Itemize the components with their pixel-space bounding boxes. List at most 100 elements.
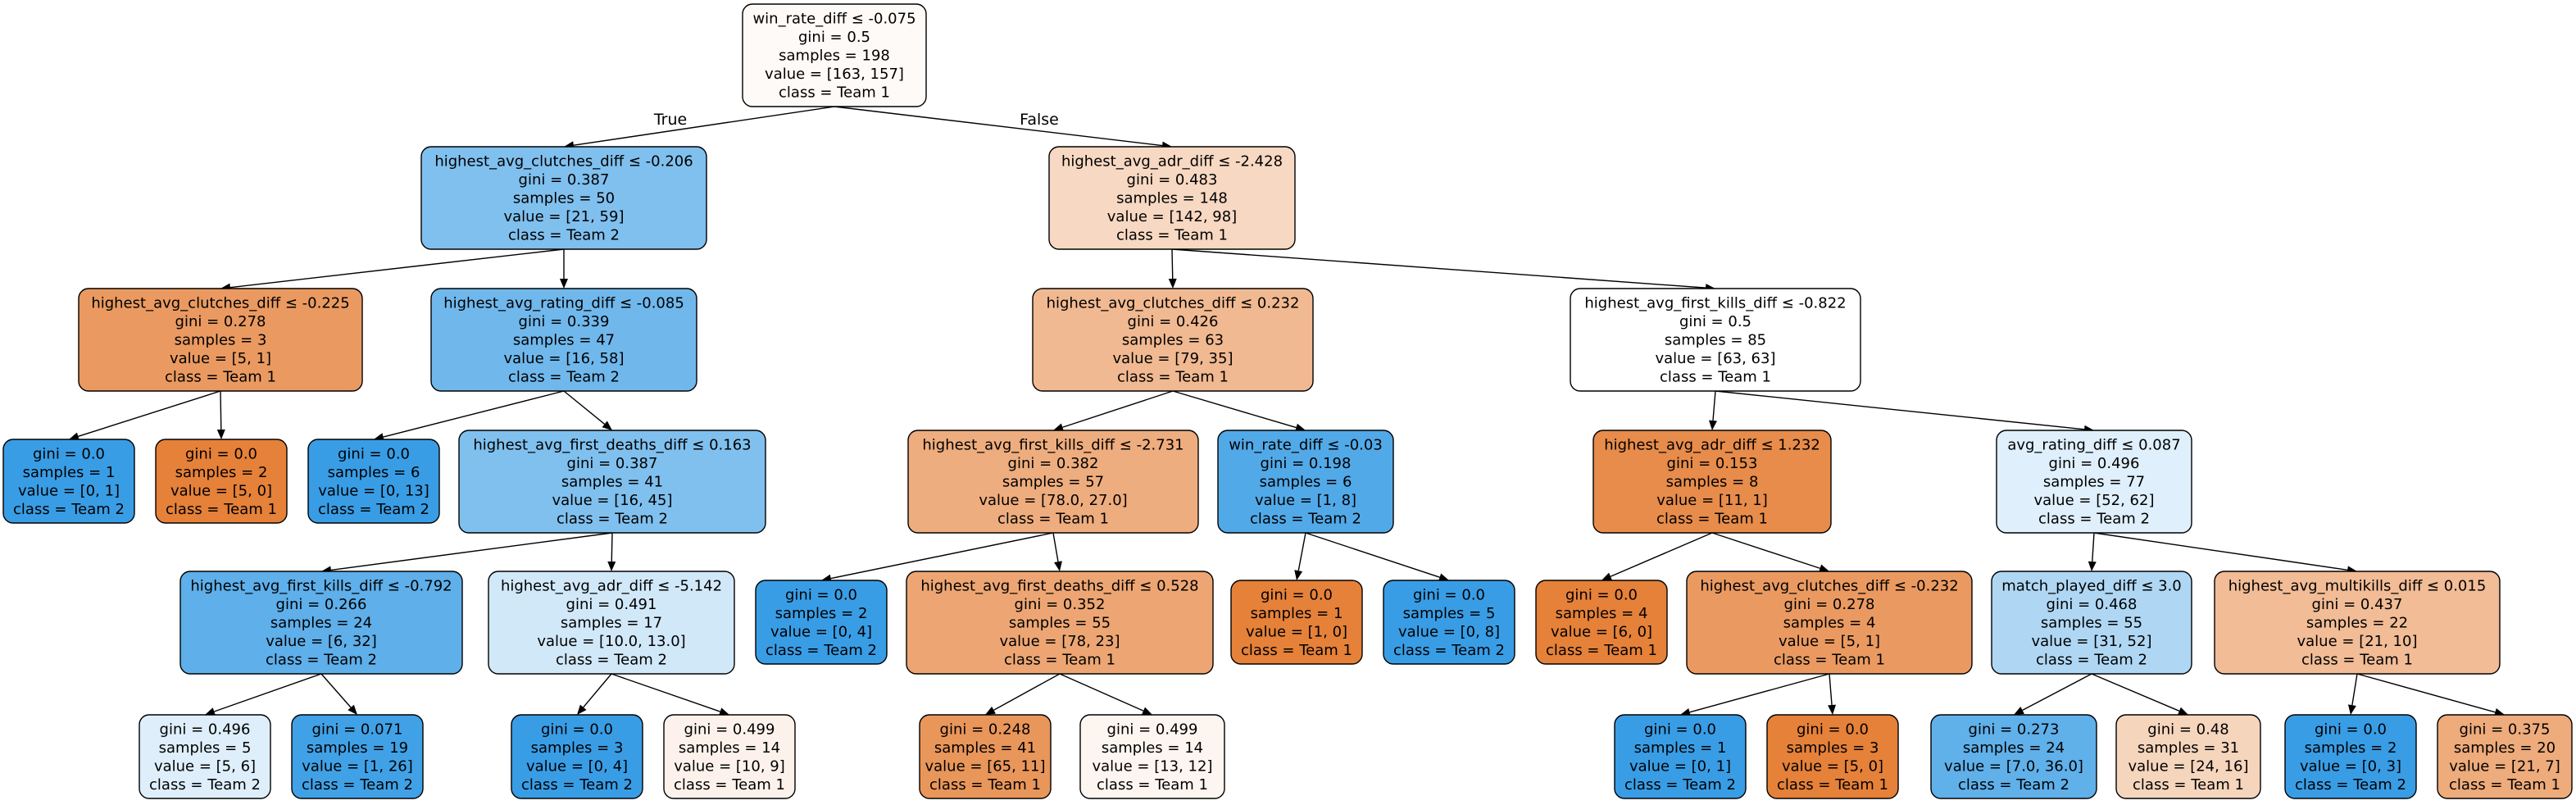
node-text-line: avg_rating_diff ≤ 0.087 xyxy=(2007,437,2180,454)
node-text-line: value = [0, 1] xyxy=(18,482,120,499)
edge-n11-n12 xyxy=(577,673,612,715)
edge-line xyxy=(2351,673,2358,706)
edge-arrowhead xyxy=(719,707,729,716)
node-text-line: value = [5, 0] xyxy=(170,482,272,499)
tree-node-n34: highest_avg_multikills_diff ≤ 0.015gini … xyxy=(2214,571,2501,675)
edge-n8-n9 xyxy=(205,673,322,716)
edge-n31-n32 xyxy=(2014,673,2092,715)
edge-arrowhead xyxy=(2347,704,2356,715)
edge-n5-n7 xyxy=(563,390,612,430)
node-text-line: class = Team 2 xyxy=(1393,642,1505,659)
node-text-line: value = [5, 6] xyxy=(154,757,256,775)
edge-n34-n36 xyxy=(2356,673,2505,716)
node-text-line: gini = 0.387 xyxy=(519,171,610,189)
node-text-line: samples = 8 xyxy=(1666,474,1759,491)
node-text-line: gini = 0.0 xyxy=(1261,586,1333,603)
node-text-line: highest_avg_rating_diff ≤ -0.085 xyxy=(443,295,684,312)
node-box xyxy=(1217,430,1394,534)
node-text-line: class = Team 1 xyxy=(1241,642,1352,659)
node-text-line: class = Team 2 xyxy=(766,642,877,659)
edges-layer xyxy=(69,106,2505,716)
node-text-line: gini = 0.278 xyxy=(175,313,266,330)
node-box xyxy=(907,430,1199,534)
edge-arrowhead xyxy=(1054,561,1062,571)
node-text-line: samples = 24 xyxy=(1963,739,2065,757)
edge-n16-n18 xyxy=(1052,532,1062,571)
node-text-line: gini = 0.382 xyxy=(1008,455,1099,472)
node-text-line: class = Team 1 xyxy=(1546,642,1657,659)
edge-n21-n23 xyxy=(1305,532,1449,581)
node-text-line: gini = 0.491 xyxy=(566,596,657,613)
node-box xyxy=(1570,288,1861,392)
node-text-line: class = Team 2 xyxy=(2036,652,2147,669)
edge-arrowhead xyxy=(2494,707,2505,716)
node-text-line: class = Team 2 xyxy=(13,501,125,518)
node-text-line: highest_avg_first_kills_diff ≤ -0.792 xyxy=(190,578,452,595)
node-text-line: value = [21, 7] xyxy=(2449,757,2560,775)
node-text-line: class = Team 1 xyxy=(1777,776,1888,794)
node-text-line: samples = 1 xyxy=(1634,739,1727,757)
node-box xyxy=(755,580,888,665)
node-text-line: gini = 0.0 xyxy=(33,445,105,462)
edge-line xyxy=(1171,248,1174,280)
node-box xyxy=(179,571,463,675)
edge-n1-n2 xyxy=(220,248,565,292)
node-text-line: value = [0, 1] xyxy=(1629,757,1731,775)
edge-n24-n25 xyxy=(1709,390,1717,430)
node-text-line: gini = 0.266 xyxy=(276,596,367,613)
edge-line xyxy=(1297,532,1306,571)
node-text-line: class = Team 2 xyxy=(2038,511,2150,528)
node-text-line: samples = 14 xyxy=(1102,739,1203,757)
edge-n25-n26 xyxy=(1601,532,1713,580)
edge-n25-n27 xyxy=(1711,532,1829,573)
node-text-line: class = Team 1 xyxy=(1117,369,1229,386)
edge-arrowhead xyxy=(1680,707,1691,716)
node-text-line: class = Team 2 xyxy=(508,369,620,386)
node-box xyxy=(919,714,1052,799)
node-text-line: samples = 85 xyxy=(1665,332,1766,349)
edge-line xyxy=(611,673,720,712)
node-text-line: highest_avg_first_kills_diff ≤ -0.822 xyxy=(1584,295,1846,312)
node-box xyxy=(1079,714,1225,799)
edge-line xyxy=(220,390,222,430)
node-box xyxy=(1930,714,2097,799)
edge-line xyxy=(2092,532,2095,562)
node-text-line: value = [79, 35] xyxy=(1113,350,1233,367)
node-text-line: win_rate_diff ≤ -0.075 xyxy=(752,11,915,28)
edge-line xyxy=(830,532,1054,580)
tree-node-n7: highest_avg_first_deaths_diff ≤ 0.163gin… xyxy=(458,430,766,534)
node-text-line: class = Team 1 xyxy=(2301,652,2413,669)
node-text-line: value = [0, 4] xyxy=(526,757,628,775)
node-text-line: samples = 41 xyxy=(561,474,663,491)
edge-line xyxy=(1305,532,1440,578)
edge-arrowhead xyxy=(1142,707,1152,715)
node-box xyxy=(1535,580,1668,665)
node-text-line: value = [52, 62] xyxy=(2034,492,2155,509)
edge-n0-n14 xyxy=(834,106,1172,150)
edge-arrowhead xyxy=(607,561,616,571)
node-text-line: samples = 55 xyxy=(2041,615,2142,632)
edge-line xyxy=(583,673,612,708)
edge-n11-n13 xyxy=(611,673,729,716)
edge-arrowhead xyxy=(1709,420,1717,430)
edge-line xyxy=(611,532,613,562)
edge-arrowhead xyxy=(1294,570,1303,580)
node-box xyxy=(155,439,288,524)
node-text-line: highest_avg_first_deaths_diff ≤ 0.528 xyxy=(920,578,1198,595)
node-text-line: class = Team 1 xyxy=(674,776,785,794)
node-text-line: samples = 22 xyxy=(2306,615,2408,632)
node-text-line: value = [6, 0] xyxy=(1551,623,1652,640)
